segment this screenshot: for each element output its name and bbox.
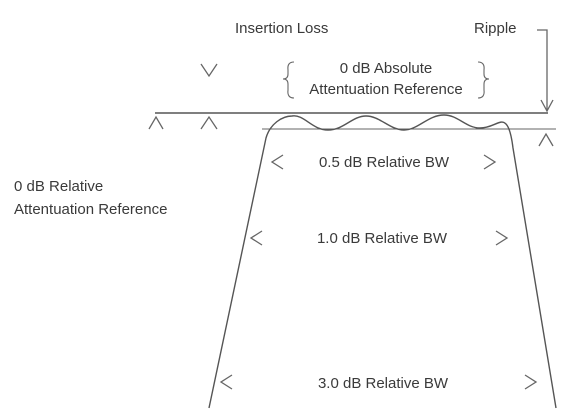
ripple-down-arrow — [540, 99, 554, 113]
bw10-left-arrow — [249, 230, 263, 246]
left-brace-icon — [282, 61, 295, 99]
right-brace-icon — [477, 61, 490, 99]
relative-ref-up-arrow-left — [148, 115, 164, 130]
bw05-right-arrow — [483, 154, 497, 170]
bw10-label: 1.0 dB Relative BW — [317, 230, 448, 247]
absolute-reference-label-line2: Attentuation Reference — [309, 81, 462, 98]
ripple-leader-line — [537, 29, 548, 110]
insertion-loss-label: Insertion Loss — [235, 20, 328, 37]
ripple-label: Ripple — [474, 20, 517, 37]
bw05-left-arrow — [270, 154, 284, 170]
bw10-right-arrow — [495, 230, 509, 246]
relative-reference-label-line1: 0 dB Relative — [14, 178, 103, 195]
filter-response-curve — [208, 114, 557, 409]
insertion-loss-up-arrow — [200, 115, 218, 130]
insertion-loss-down-arrow — [200, 63, 218, 78]
absolute-reference-label-line1: 0 dB Absolute — [340, 60, 433, 77]
bw30-left-arrow — [219, 374, 233, 390]
relative-reference-label-line2: Attentuation Reference — [14, 201, 167, 218]
bw30-right-arrow — [524, 374, 538, 390]
ripple-up-arrow — [538, 132, 554, 147]
bw30-label: 3.0 dB Relative BW — [318, 375, 449, 392]
bw05-label: 0.5 dB Relative BW — [319, 154, 450, 171]
